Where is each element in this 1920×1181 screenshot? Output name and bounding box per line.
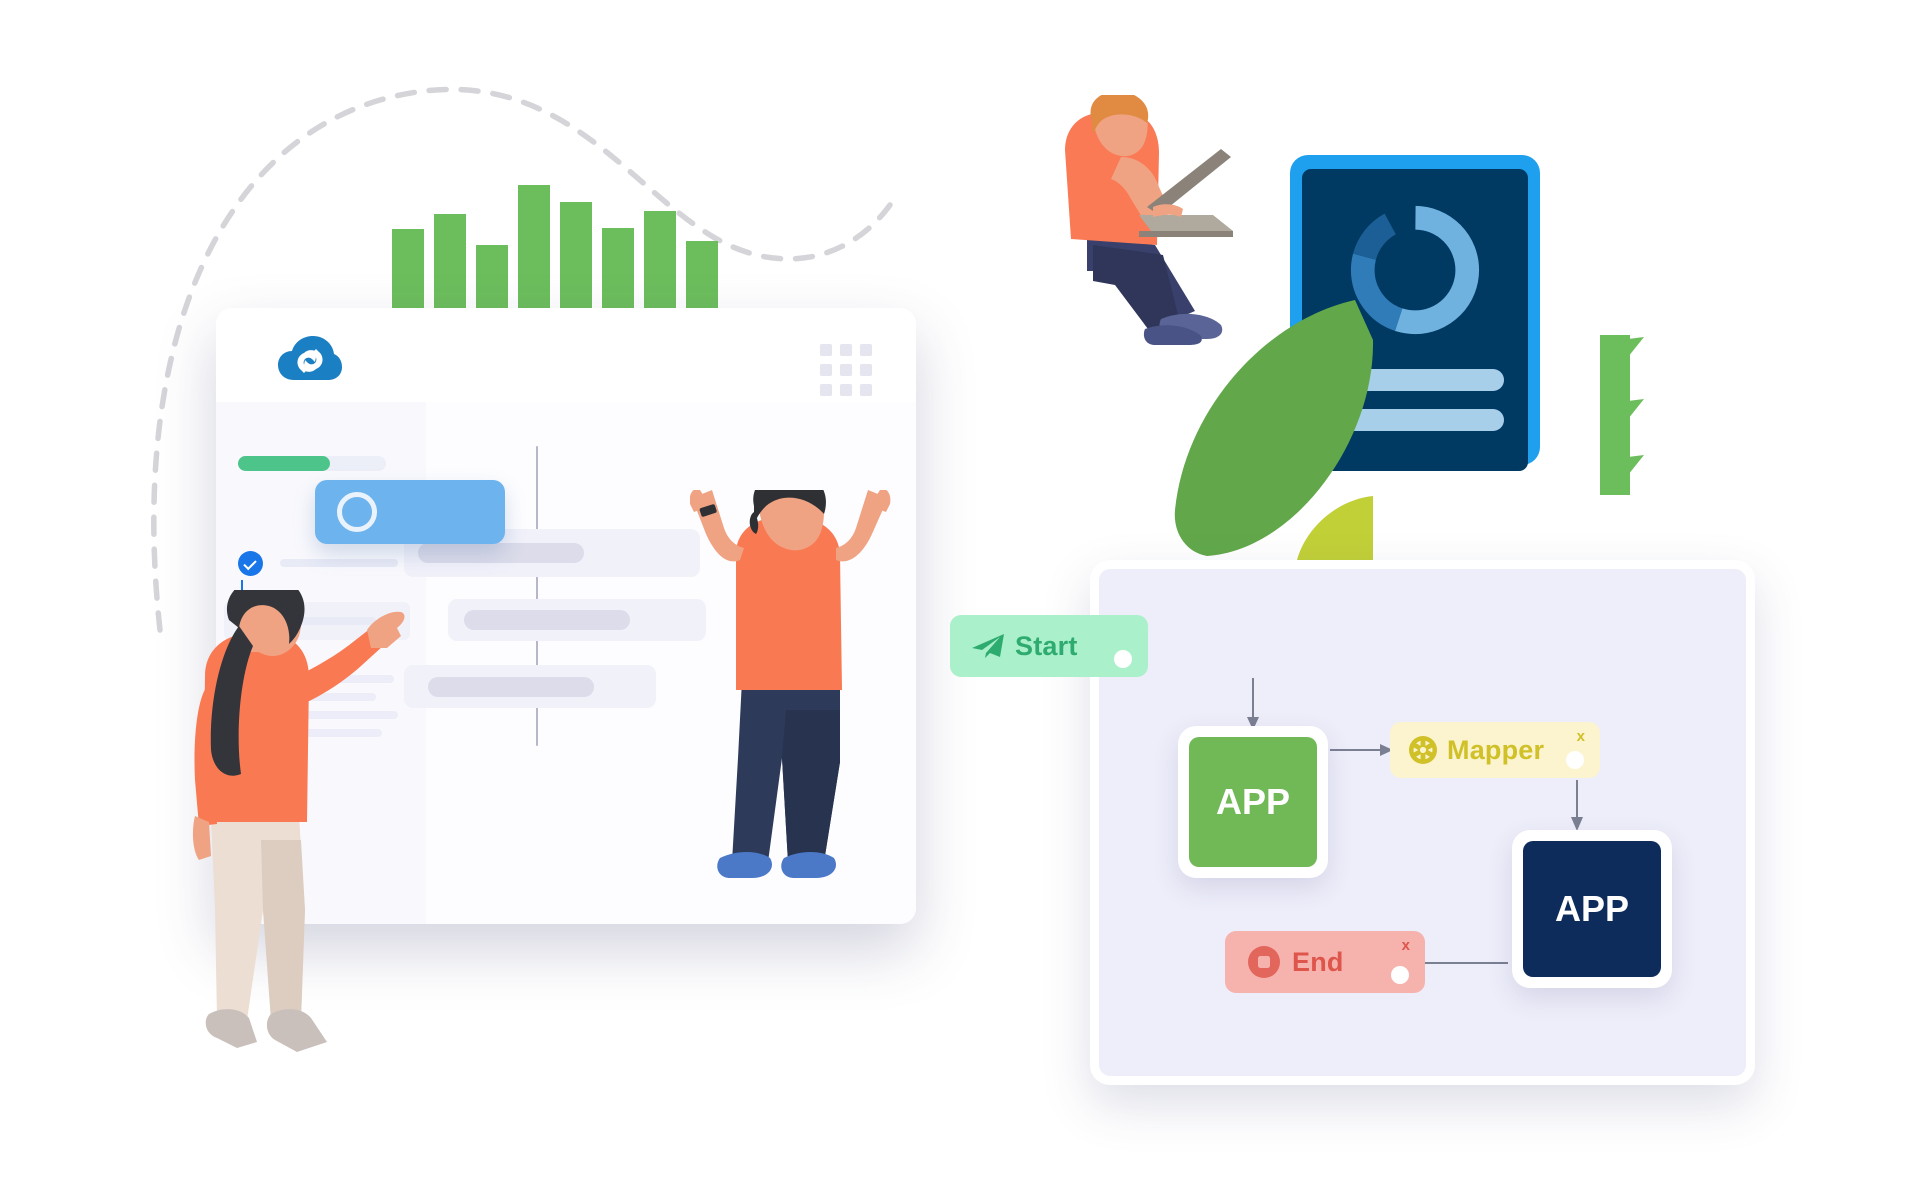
browser-header	[216, 308, 916, 402]
card-line	[464, 610, 630, 630]
node-label: APP	[1523, 841, 1661, 977]
grid-cell	[840, 384, 852, 396]
sidebar-text-line	[276, 729, 382, 737]
chart-bar	[434, 214, 466, 315]
workflow-node-app-target[interactable]: APP	[1512, 830, 1672, 988]
chart-bar	[686, 241, 718, 315]
sidebar-text-line	[276, 711, 398, 719]
chart-bar	[560, 202, 592, 315]
content-card[interactable]	[404, 665, 656, 708]
node-handle[interactable]	[1566, 751, 1584, 769]
chart-bar	[602, 228, 634, 315]
workflow-node-mapper[interactable]: Mapper x	[1390, 722, 1600, 778]
step-label	[280, 617, 376, 625]
chart-bar	[476, 245, 508, 315]
node-label: Mapper	[1447, 734, 1545, 765]
workflow-node-start[interactable]: Start	[950, 615, 1148, 677]
node-close-icon[interactable]: x	[1401, 937, 1410, 954]
node-label: End	[1292, 946, 1344, 977]
bracket-decoration	[1600, 335, 1644, 495]
check-circle-icon	[238, 551, 263, 576]
grid-cell	[840, 364, 852, 376]
grid-cell	[860, 364, 872, 376]
dashed-curve	[151, 86, 893, 633]
node-handle[interactable]	[1114, 650, 1132, 668]
circle-outline-icon	[337, 492, 377, 532]
grid-cell	[860, 344, 872, 356]
content-card[interactable]	[448, 599, 706, 641]
chart-bar	[518, 185, 550, 315]
workflow-node-end[interactable]: End x	[1225, 931, 1425, 993]
sidebar-text-line	[276, 693, 376, 701]
node-label: APP	[1189, 737, 1317, 867]
woman-pointing-at-screen	[192, 590, 405, 1052]
mobile-text-line	[1340, 369, 1504, 391]
node-label: Start	[1015, 630, 1078, 661]
bar-chart	[392, 185, 718, 315]
mobile-text-line	[1340, 409, 1504, 431]
chart-bar	[644, 211, 676, 315]
man-with-laptop-seated	[1065, 95, 1233, 345]
progress-track	[238, 456, 386, 471]
cloud-sync-icon	[278, 336, 342, 380]
paper-plane-icon	[972, 634, 1004, 658]
man-arms-raised	[690, 490, 891, 878]
primary-action-button[interactable]	[315, 480, 505, 544]
asterisk-gear-icon	[1409, 736, 1437, 764]
browser-main-panel	[404, 402, 916, 924]
node-close-icon[interactable]: x	[1576, 728, 1585, 745]
card-line	[428, 677, 594, 697]
leaf-decoration	[1174, 300, 1374, 560]
donut-chart	[1350, 205, 1480, 335]
grid-cell	[820, 344, 832, 356]
timeline-divider	[536, 446, 539, 746]
stop-square-icon	[1248, 946, 1280, 978]
card-line	[418, 543, 584, 563]
grid-cell	[820, 364, 832, 376]
workflow-node-app-source[interactable]: APP	[1178, 726, 1328, 878]
grid-cell	[820, 384, 832, 396]
progress-fill	[238, 456, 330, 471]
grid-cell	[860, 384, 872, 396]
grid-cell	[840, 344, 852, 356]
step-label	[280, 559, 398, 567]
node-handle[interactable]	[1391, 966, 1409, 984]
apps-grid-icon[interactable]	[820, 344, 872, 396]
sidebar-step-done[interactable]	[224, 544, 410, 582]
chart-bar	[392, 229, 424, 315]
